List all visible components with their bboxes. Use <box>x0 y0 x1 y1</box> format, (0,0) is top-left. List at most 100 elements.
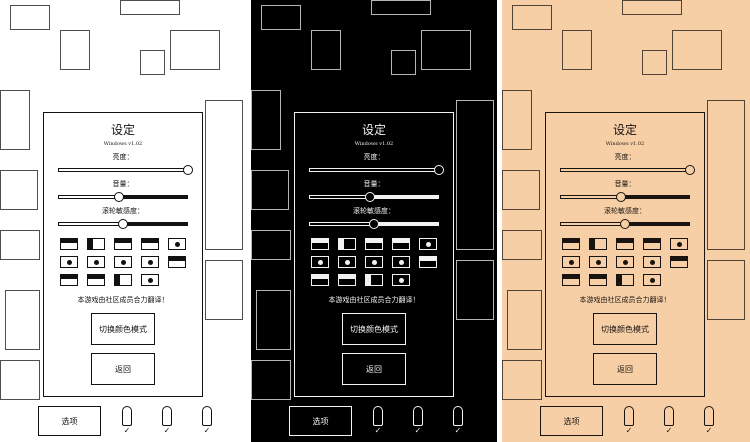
brightness-label: 亮度： <box>363 153 385 161</box>
target-folk-3[interactable]: ✓ <box>702 406 716 435</box>
flag-fr-button[interactable] <box>87 238 105 250</box>
target-folk-2[interactable]: ✓ <box>411 406 425 435</box>
flag-cn-button[interactable] <box>562 256 580 268</box>
flag-fr-button[interactable] <box>589 238 607 250</box>
brightness-slider[interactable] <box>560 165 695 175</box>
language-flags <box>546 238 704 286</box>
flag-be-button[interactable] <box>616 274 634 286</box>
flag-de-button[interactable] <box>114 238 132 250</box>
city-illustration <box>0 0 246 400</box>
found-check-icon: ✓ <box>203 426 211 435</box>
settings-title: 设定 <box>110 123 135 137</box>
flag-kr-button[interactable] <box>114 256 132 268</box>
flag-it-button[interactable] <box>392 238 410 250</box>
scroll_sensitivity-slider-handle[interactable] <box>118 219 128 229</box>
scroll_sensitivity-slider-handle[interactable] <box>620 219 630 229</box>
flag-br-button[interactable] <box>419 238 437 250</box>
flag-cn-button[interactable] <box>311 256 329 268</box>
flag-ru-button[interactable] <box>168 256 186 268</box>
back-button[interactable]: 返回 <box>342 353 406 385</box>
back-button[interactable]: 返回 <box>91 353 155 385</box>
found-check-icon: ✓ <box>705 426 713 435</box>
flag-nl-button[interactable] <box>311 274 329 286</box>
flag-other-button[interactable] <box>392 274 410 286</box>
folk-figure-icon <box>373 406 383 426</box>
scroll_sensitivity-slider[interactable] <box>309 219 439 229</box>
scroll_sensitivity-slider[interactable] <box>58 219 188 229</box>
flag-tw-button[interactable] <box>589 256 607 268</box>
flag-jp-button[interactable] <box>141 256 159 268</box>
target-folk-2[interactable]: ✓ <box>662 406 676 435</box>
options-button[interactable]: 选项 <box>540 406 603 436</box>
flag-tw-button[interactable] <box>87 256 105 268</box>
flag-br-button[interactable] <box>168 238 186 250</box>
translation-credit: 本游戏由社区成员合力翻译！ <box>77 296 169 304</box>
found-check-icon: ✓ <box>454 426 462 435</box>
volume-slider[interactable] <box>560 192 690 202</box>
brightness-slider[interactable] <box>58 165 193 175</box>
flag-nl-button[interactable] <box>60 274 78 286</box>
flag-be-button[interactable] <box>365 274 383 286</box>
flag-ru-button[interactable] <box>670 256 688 268</box>
options-button[interactable]: 选项 <box>289 406 352 436</box>
flag-it-button[interactable] <box>643 238 661 250</box>
flag-jp-button[interactable] <box>643 256 661 268</box>
flag-kr-button[interactable] <box>616 256 634 268</box>
brightness-slider-handle[interactable] <box>685 165 695 175</box>
flag-de-button[interactable] <box>616 238 634 250</box>
flag-es-black-button[interactable] <box>338 274 356 286</box>
brightness-slider-handle[interactable] <box>183 165 193 175</box>
flag-nl-button[interactable] <box>562 274 580 286</box>
volume-slider-handle[interactable] <box>365 192 376 202</box>
flag-ru-button[interactable] <box>419 256 437 268</box>
flag-tw-button[interactable] <box>338 256 356 268</box>
flag-cn-button[interactable] <box>60 256 78 268</box>
language-flags <box>295 238 453 286</box>
flag-us-button[interactable] <box>311 238 329 250</box>
flag-jp-button[interactable] <box>392 256 410 268</box>
language-flags <box>44 238 202 286</box>
flag-de-button[interactable] <box>365 238 383 250</box>
folk-figure-icon <box>413 406 423 426</box>
flag-es-black-button[interactable] <box>589 274 607 286</box>
target-folk-3[interactable]: ✓ <box>451 406 465 435</box>
toggle-color-mode-button[interactable]: 切换颜色模式 <box>91 313 155 345</box>
flag-it-button[interactable] <box>141 238 159 250</box>
version-text: Windows v1.02 <box>354 141 394 147</box>
volume-slider-handle[interactable] <box>114 192 125 202</box>
city-illustration <box>251 0 497 400</box>
flag-other-button[interactable] <box>141 274 159 286</box>
folk-figure-icon <box>704 406 714 426</box>
target-folk-1[interactable]: ✓ <box>622 406 636 435</box>
target-folk-3[interactable]: ✓ <box>200 406 214 435</box>
options-button[interactable]: 选项 <box>38 406 101 436</box>
volume-slider[interactable] <box>58 192 188 202</box>
brightness-slider-handle[interactable] <box>434 165 444 175</box>
flag-es-black-button[interactable] <box>87 274 105 286</box>
folk-figure-icon <box>162 406 172 426</box>
target-folk-2[interactable]: ✓ <box>160 406 174 435</box>
toggle-color-mode-button[interactable]: 切换颜色模式 <box>342 313 406 345</box>
target-folk-1[interactable]: ✓ <box>371 406 385 435</box>
flag-us-button[interactable] <box>562 238 580 250</box>
flag-us-button[interactable] <box>60 238 78 250</box>
translation-credit: 本游戏由社区成员合力翻译！ <box>328 296 420 304</box>
volume-slider-handle[interactable] <box>616 192 627 202</box>
scroll_sensitivity-slider[interactable] <box>560 219 690 229</box>
target-folk-1[interactable]: ✓ <box>120 406 134 435</box>
back-button[interactable]: 返回 <box>593 353 657 385</box>
flag-fr-button[interactable] <box>338 238 356 250</box>
brightness-label: 亮度： <box>112 153 134 161</box>
flag-br-button[interactable] <box>670 238 688 250</box>
scroll_sensitivity-slider-handle[interactable] <box>369 219 379 229</box>
flag-be-button[interactable] <box>114 274 132 286</box>
brightness-slider[interactable] <box>309 165 444 175</box>
volume-slider[interactable] <box>309 192 439 202</box>
flag-other-button[interactable] <box>643 274 661 286</box>
toggle-color-mode-button[interactable]: 切换颜色模式 <box>593 313 657 345</box>
flag-kr-button[interactable] <box>365 256 383 268</box>
scroll_sensitivity-label: 滚轮敏感度： <box>102 207 144 215</box>
settings-title: 设定 <box>612 123 637 137</box>
version-text: Windows v1.02 <box>103 141 143 147</box>
game-view-sepia: 设定 Windows v1.02 亮度： 音量： 滚轮敏感度： 本游戏由社区成员… <box>502 0 750 442</box>
